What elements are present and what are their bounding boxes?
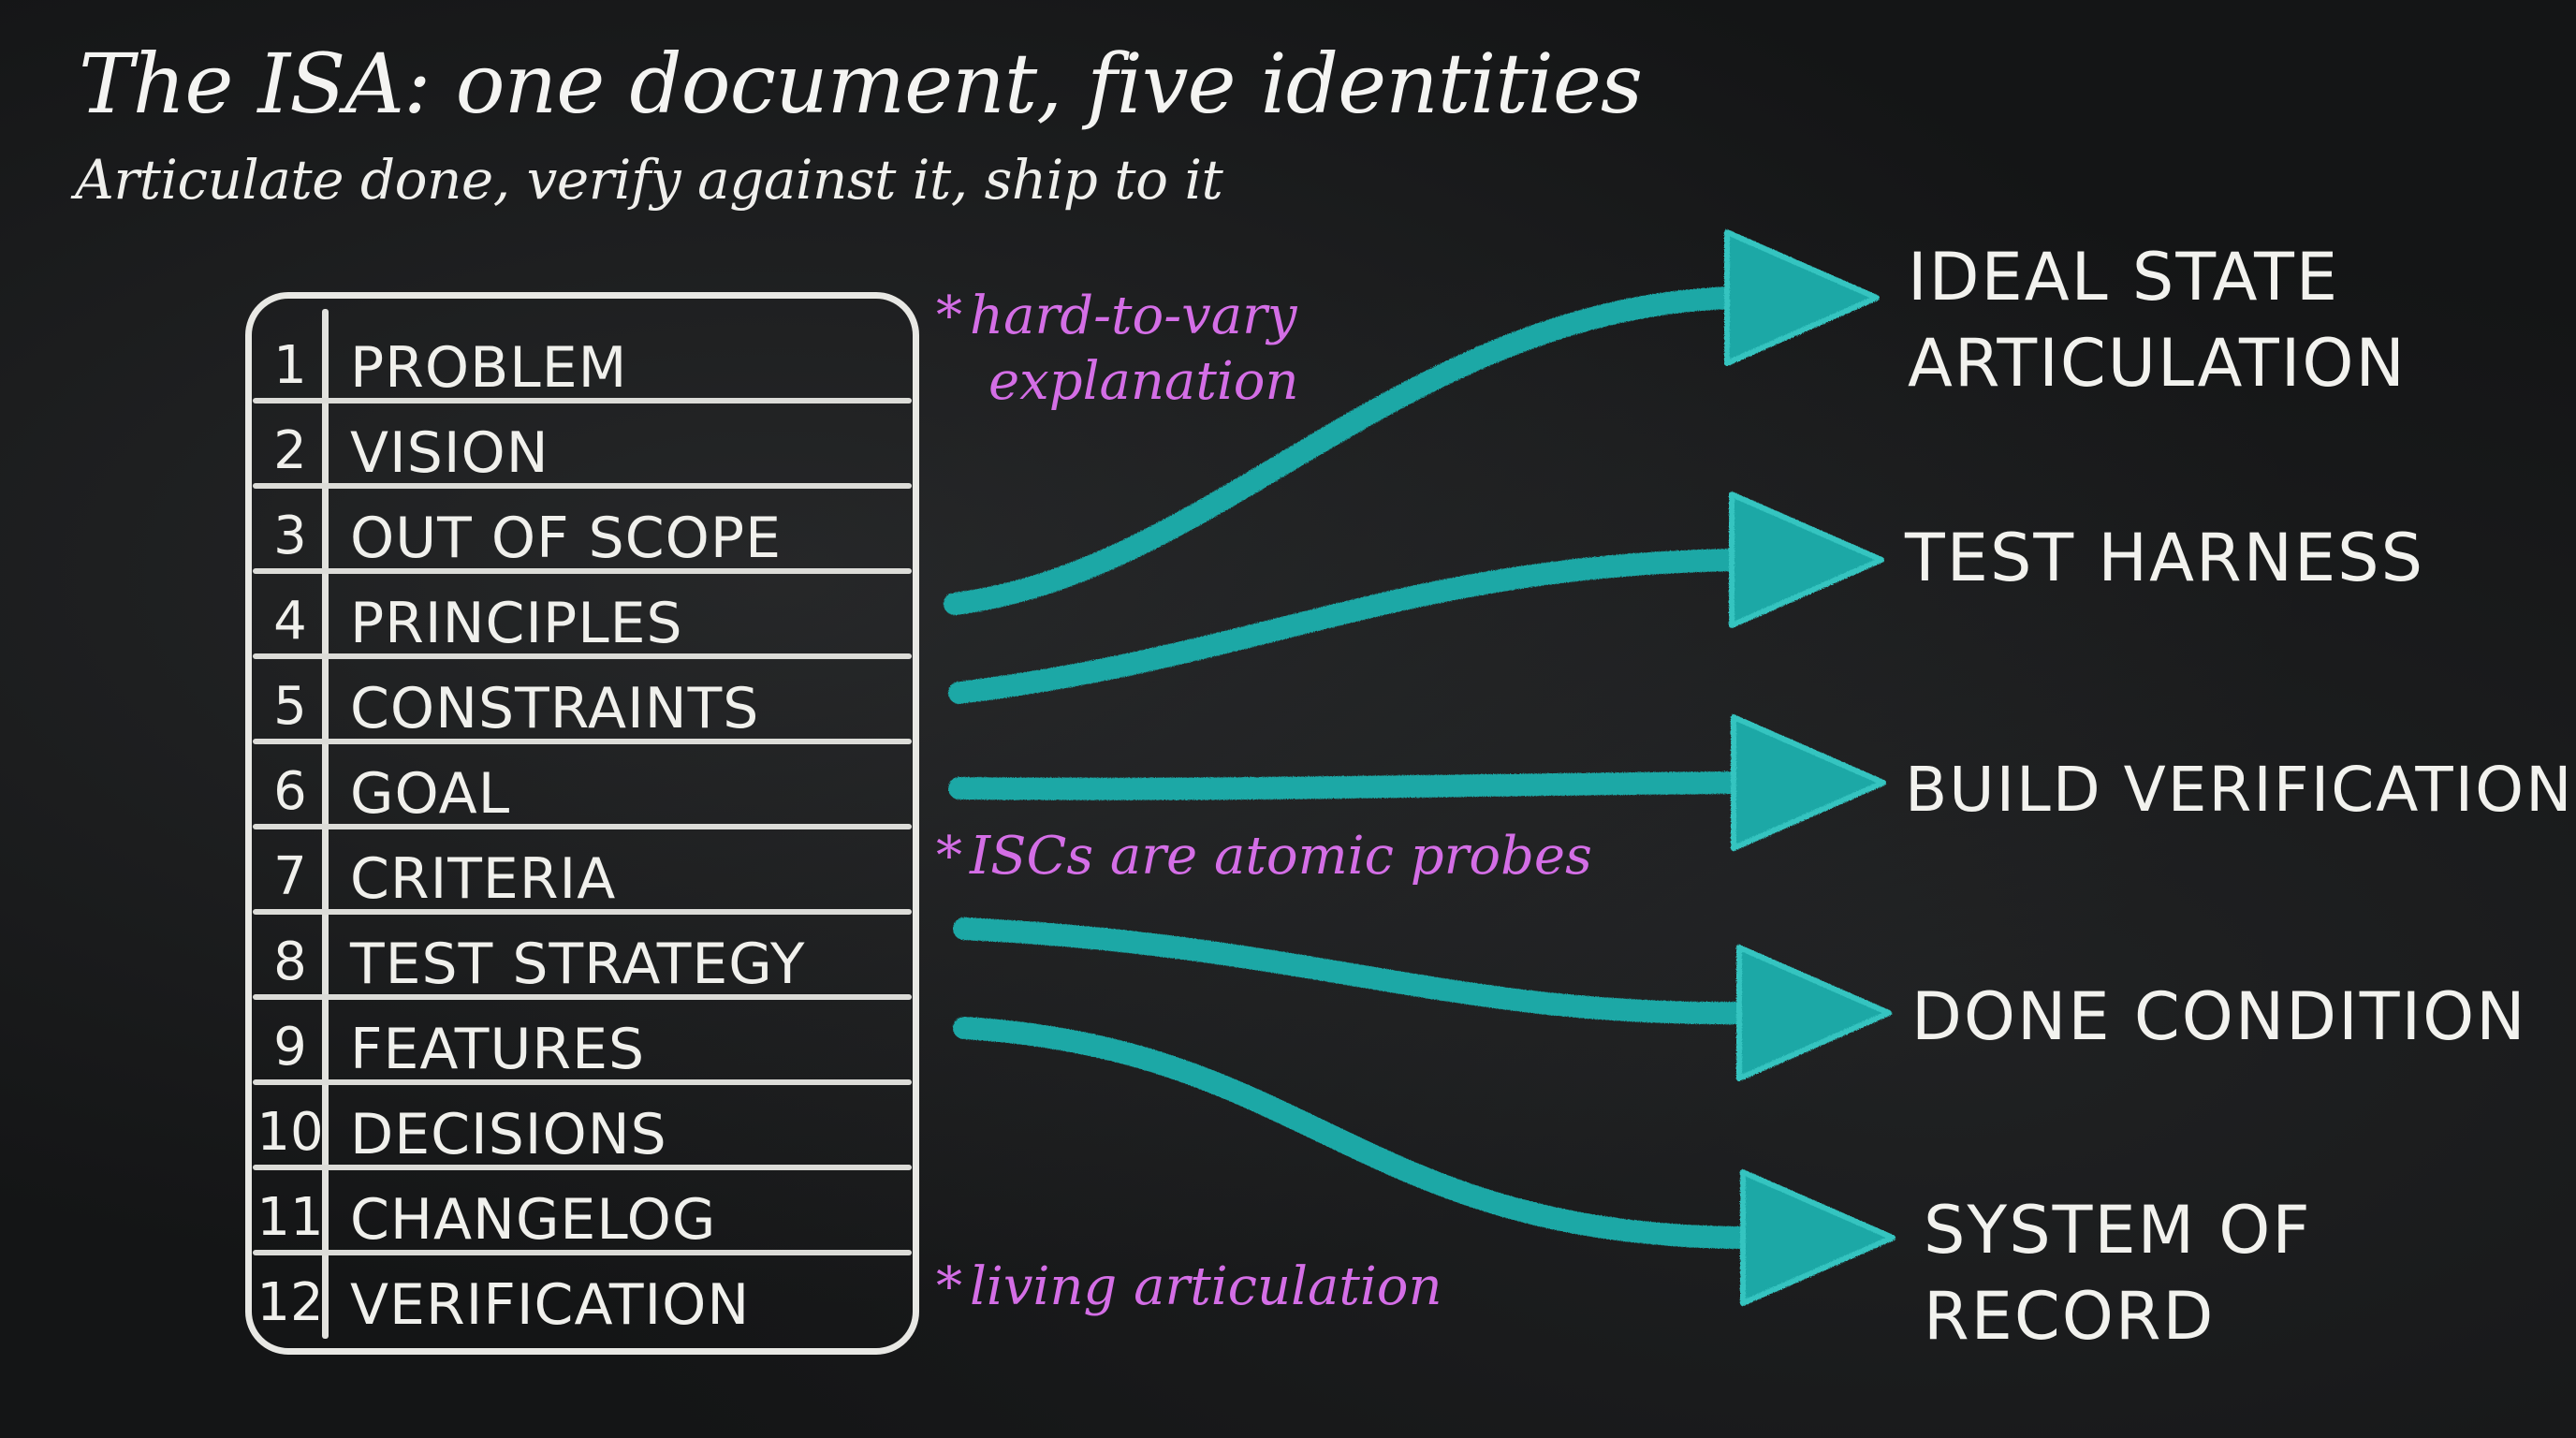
identity-ideal-state-articulation: IDEAL STATE ARTICULATION xyxy=(1908,234,2407,406)
asterisk-icon: * xyxy=(936,286,962,346)
section-row-divider xyxy=(253,398,912,404)
section-label: PROBLEM xyxy=(350,335,628,401)
section-row-divider xyxy=(253,1165,912,1170)
identity-label-line1: BUILD VERIFICATION xyxy=(1905,754,2574,826)
section-number: 1 xyxy=(273,335,307,396)
identity-build-verification: BUILD VERIFICATION xyxy=(1905,747,2573,833)
section-row-divider xyxy=(253,994,912,1000)
section-number: 3 xyxy=(273,506,307,566)
flow-arrow-shaft xyxy=(948,771,1748,800)
section-label: PRINCIPLES xyxy=(350,591,683,656)
section-row-divider xyxy=(253,653,912,659)
section-number: 4 xyxy=(273,591,307,652)
section-label: VERIFICATION xyxy=(350,1272,751,1338)
section-number: 7 xyxy=(273,846,307,907)
section-row-divider xyxy=(253,483,912,489)
section-number: 9 xyxy=(273,1017,307,1078)
note-text: living articulation xyxy=(970,1256,1442,1317)
asterisk-icon: * xyxy=(936,1256,962,1317)
section-row: 7 CRITERIA xyxy=(253,829,912,915)
section-row: 3 OUT OF SCOPE xyxy=(253,489,912,574)
section-row-divider xyxy=(253,1250,912,1255)
note-atomic-probes: *ISCs are atomic probes xyxy=(936,824,1592,889)
note-living-articulation: *living articulation xyxy=(936,1255,1442,1320)
section-label: FEATURES xyxy=(350,1017,646,1082)
section-row: 11 CHANGELOG xyxy=(253,1170,912,1255)
identity-label-line2: ARTICULATION xyxy=(1908,325,2407,402)
section-row: 2 VISION xyxy=(253,404,912,489)
section-label: TEST STRATEGY xyxy=(350,932,806,997)
section-row: 5 CONSTRAINTS xyxy=(253,659,912,744)
arrow-head-icon xyxy=(1724,229,1880,366)
section-label: CRITERIA xyxy=(350,846,617,912)
arrow-head-icon xyxy=(1740,1169,1895,1306)
flow-arrow-shaft xyxy=(953,917,1752,1025)
section-label: CHANGELOG xyxy=(350,1187,717,1253)
section-row-divider xyxy=(253,909,912,915)
section-row-divider xyxy=(253,739,912,744)
section-label: GOAL xyxy=(350,761,511,827)
page-title: The ISA: one document, five identities xyxy=(79,36,1643,132)
arrow-head-icon xyxy=(1731,714,1886,851)
identity-test-harness: TEST HARNESS xyxy=(1905,515,2424,601)
arrow-head-icon xyxy=(1736,945,1892,1081)
page-subtitle: Articulate done, verify against it, ship… xyxy=(75,148,1223,212)
identity-done-condition: DONE CONDITION xyxy=(1911,974,2527,1060)
note-text-line2: explanation xyxy=(988,351,1299,412)
identity-label-line1: IDEAL STATE xyxy=(1908,239,2340,315)
section-number: 8 xyxy=(273,932,307,992)
identity-label-line2: RECORD xyxy=(1924,1278,2216,1355)
section-row: 12 VERIFICATION xyxy=(253,1255,912,1341)
section-number: 6 xyxy=(273,761,307,822)
section-number: 10 xyxy=(256,1102,324,1163)
section-row: 6 GOAL xyxy=(253,744,912,829)
identity-label-line1: TEST HARNESS xyxy=(1905,520,2425,596)
note-hard-to-vary: *hard-to-vary explanation xyxy=(936,284,1299,415)
section-row: 1 PROBLEM xyxy=(253,318,912,404)
note-text: hard-to-vary xyxy=(970,286,1297,346)
flow-arrow-shaft xyxy=(953,1017,1757,1249)
section-label: OUT OF SCOPE xyxy=(350,506,782,571)
arrow-head-icon xyxy=(1729,492,1884,628)
section-number: 5 xyxy=(273,676,307,737)
section-row: 9 FEATURES xyxy=(253,1000,912,1085)
identity-label-line1: DONE CONDITION xyxy=(1911,978,2527,1055)
flow-arrow-shaft xyxy=(944,286,1743,615)
section-list-box xyxy=(245,292,919,1355)
identity-system-of-record: SYSTEM OF RECORD xyxy=(1924,1187,2312,1359)
section-number: 12 xyxy=(256,1272,324,1333)
section-row: 4 PRINCIPLES xyxy=(253,574,912,659)
section-label: DECISIONS xyxy=(350,1102,667,1167)
section-row-divider xyxy=(253,824,912,829)
section-number: 11 xyxy=(256,1187,324,1248)
section-label: VISION xyxy=(350,420,549,486)
section-label: CONSTRAINTS xyxy=(350,676,760,741)
section-row-divider xyxy=(253,568,912,574)
asterisk-icon: * xyxy=(936,826,962,887)
section-row: 10 DECISIONS xyxy=(253,1085,912,1170)
section-number: 2 xyxy=(273,420,307,481)
note-text: ISCs are atomic probes xyxy=(970,826,1592,887)
identity-label-line1: SYSTEM OF xyxy=(1924,1192,2312,1269)
flow-arrow-shaft xyxy=(948,549,1743,704)
section-row-divider xyxy=(253,1079,912,1085)
section-row: 8 TEST STRATEGY xyxy=(253,915,912,1000)
